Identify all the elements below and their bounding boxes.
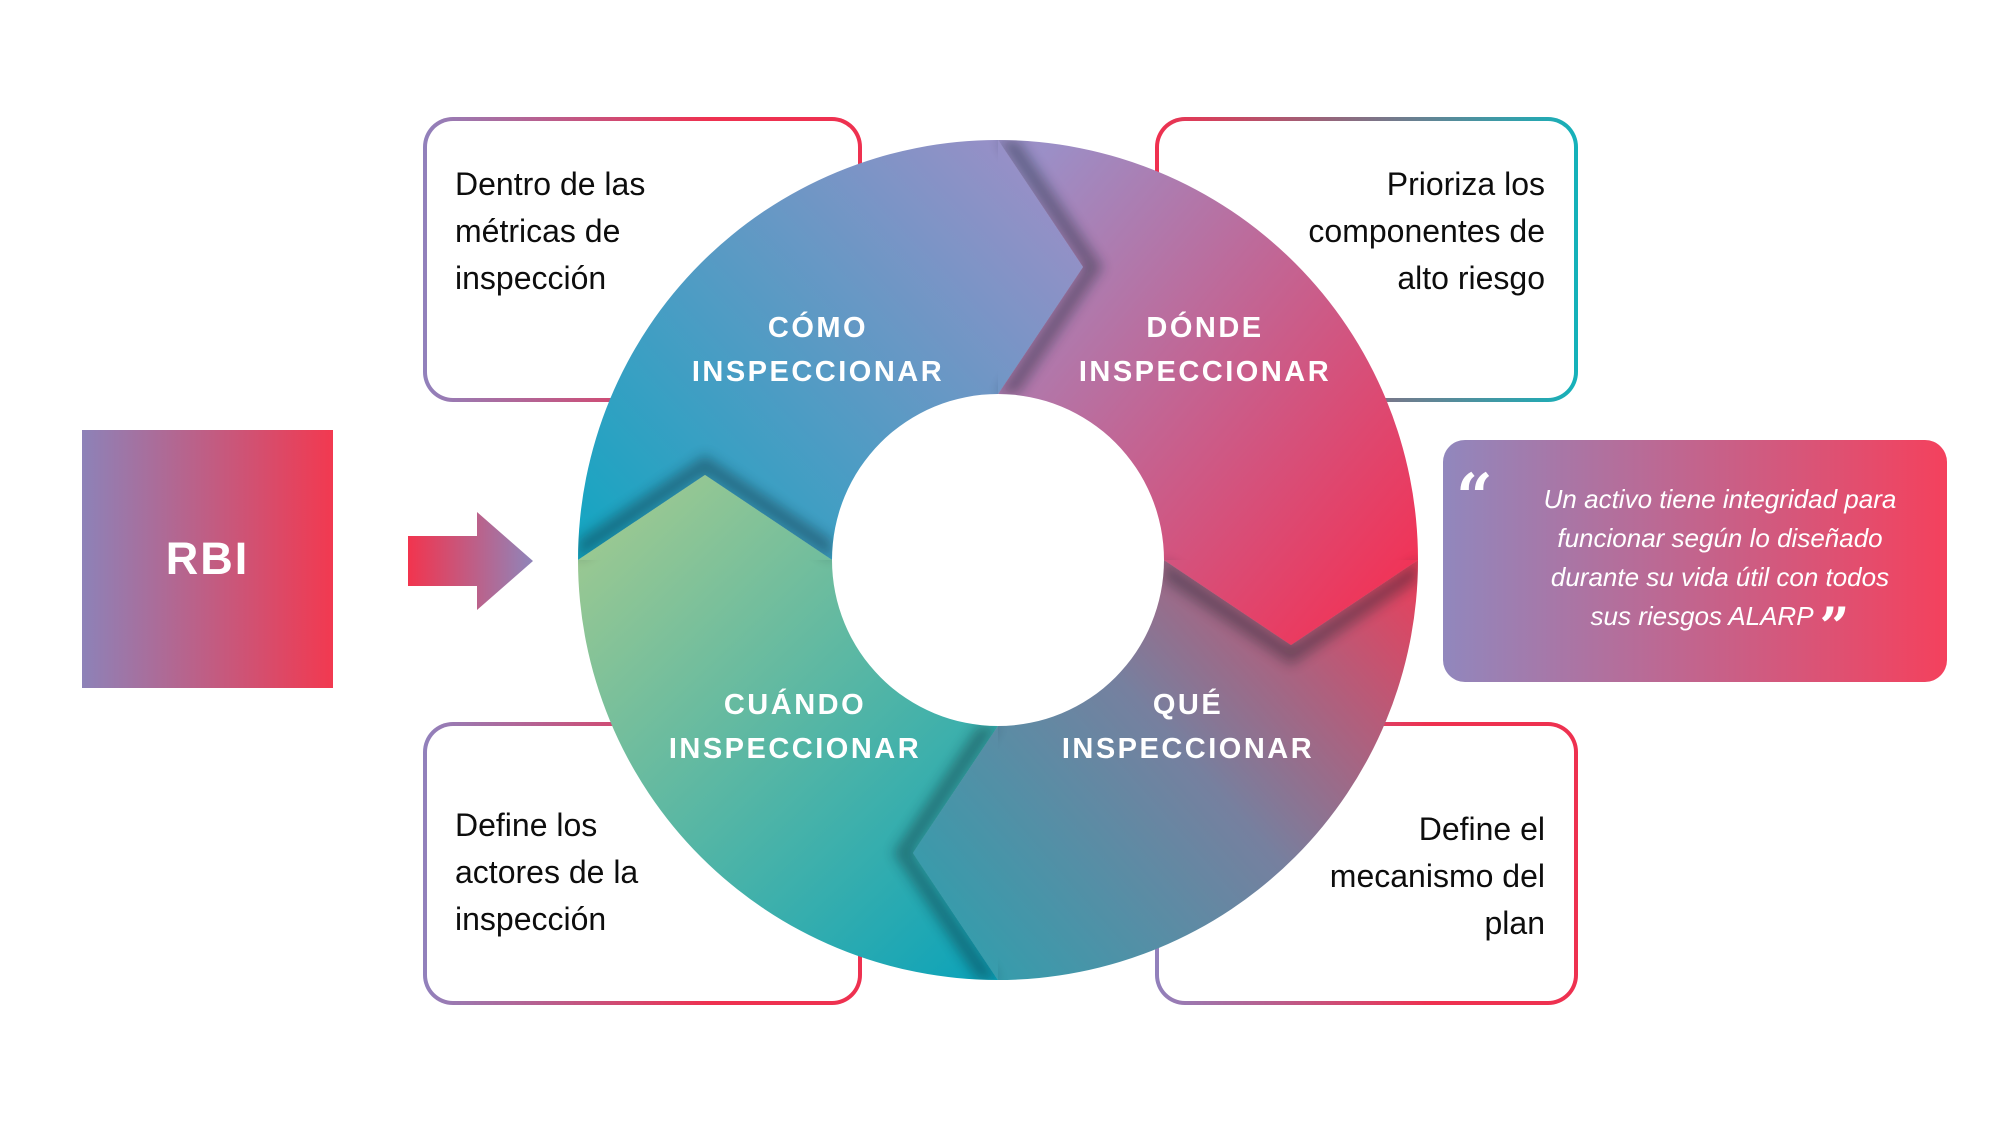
chevron-shadows [578,140,1418,980]
quote-text: Un activo tiene integridad para funciona… [1513,480,1927,658]
chevron-cuando-tip [578,475,832,560]
segment-label-donde-line1: DÓNDE [1146,310,1263,344]
quote-line: sus riesgos ALARP” [1590,597,1850,658]
chevron-como-tip [998,140,1083,394]
callout-top-right-line: componentes de [1308,213,1545,249]
segment-cuando-inspeccionar [578,475,998,980]
rbi-label: RBI [165,533,250,584]
callout-bottom-left-line: Define los [455,807,598,843]
callout-bottom-right-line: plan [1484,905,1546,941]
chevron-que-tip [913,726,998,980]
callout-top-left-line: inspección [455,260,607,296]
chevron-shadow-right [1164,560,1418,665]
callout-bottom-right-line: mecanismo del [1329,858,1545,894]
segment-como-inspeccionar [578,140,1083,560]
segment-label-que-line1: QUÉ [1153,687,1223,721]
segment-label-cuando-line2: INSPECCIONAR [669,733,921,765]
chevron-shadow-top [998,140,1103,394]
segment-que-inspeccionar [913,560,1418,980]
callout-top-left-line: Dentro de las [455,166,646,202]
callout-bottom-left-line: inspección [455,901,607,937]
segment-donde-inspeccionar [998,140,1418,645]
flow-arrow [408,512,533,610]
rbi-box: RBI [82,430,333,688]
open-quote-icon: “ [1456,460,1493,535]
callout-top-right-line: alto riesgo [1397,260,1545,296]
callout-bottom-left-line: actores de la [455,854,639,890]
quote-line: Un activo tiene integridad para [1543,484,1897,514]
quote-card: “ Un activo tiene integridad para funcio… [1443,440,1947,682]
callout-top-left-line: métricas de [455,213,621,249]
quote-line: durante su vida útil con todos [1550,562,1890,592]
chevron-donde-tip [1164,560,1418,645]
segment-label-donde-line2: INSPECCIONAR [1079,356,1331,388]
chevron-shadow-left [578,455,832,560]
quote-line: funcionar según lo diseñado [1557,523,1883,553]
quote-line-text: sus riesgos ALARP [1590,601,1814,631]
segment-label-como-line2: INSPECCIONAR [692,356,944,388]
callout-bottom-right-line: Define el [1418,811,1545,847]
segment-label-como-line1: CÓMO [768,310,868,344]
segment-label-cuando-line1: CUÁNDO [724,687,866,721]
chevron-shadow-bottom [893,726,998,980]
segment-label-que-line2: INSPECCIONAR [1062,733,1314,765]
callout-top-right-line: Prioriza los [1386,166,1545,202]
